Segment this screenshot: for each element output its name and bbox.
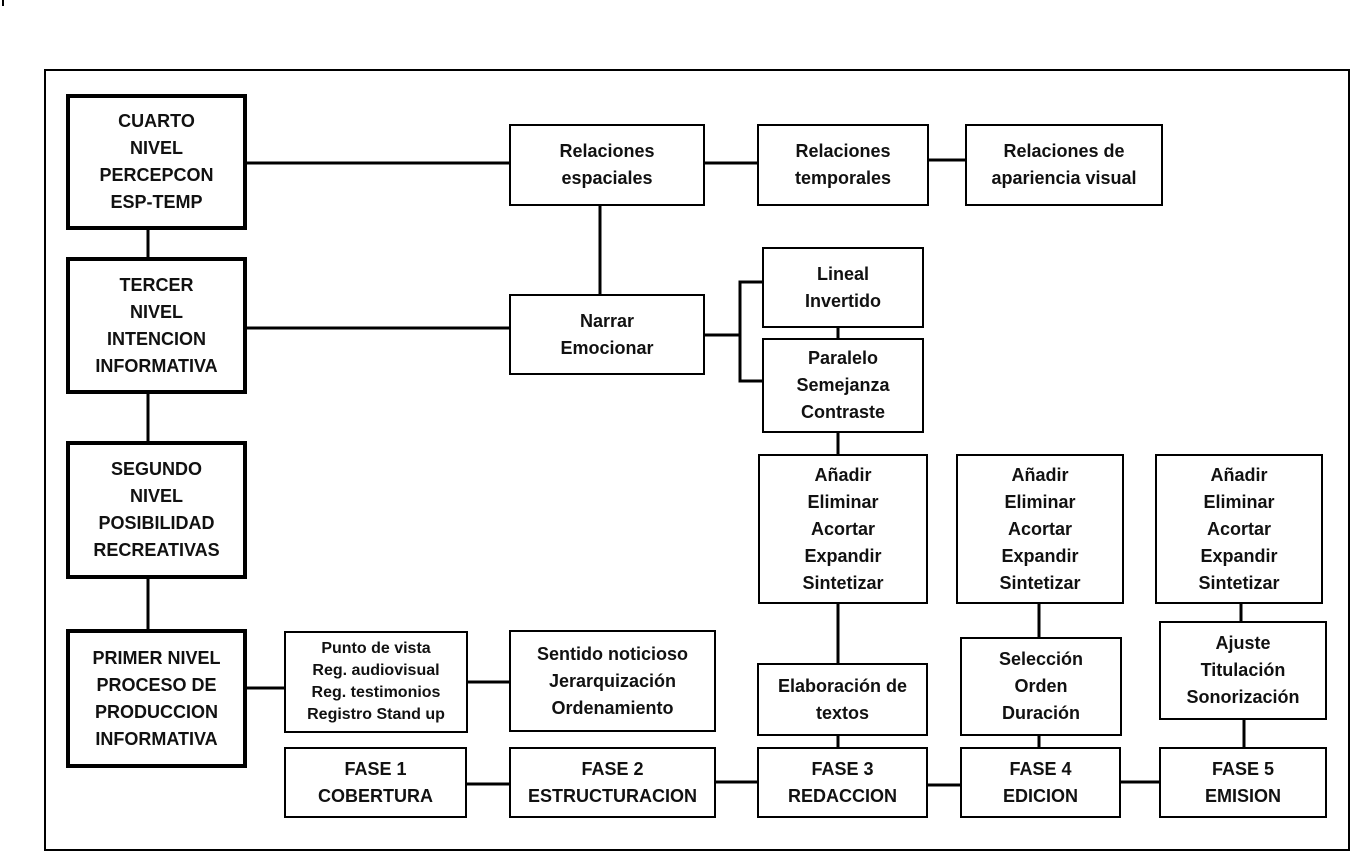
detalle-f1-label: Punto de vista Reg. audiovisual Reg. tes… (307, 640, 445, 723)
level-segundo-box: SEGUNDO NIVEL POSIBILIDAD RECREATIVAS (66, 441, 247, 579)
level-primer-label: PRIMER NIVEL PROCESO DE PRODUCCION INFOR… (92, 647, 221, 749)
fase4-label: FASE 4 EDICION (1002, 758, 1078, 806)
lineal-box: Lineal Invertido (762, 247, 924, 328)
corner-mark (2, 0, 4, 6)
paralelo-label: Paralelo Semejanza Contraste (796, 348, 890, 422)
relaciones-temporales-label: Relaciones temporales (794, 141, 892, 188)
level-tercer-label: TERCER NIVEL INTENCION INFORMATIVA (95, 274, 218, 376)
detalle-f5-box: Ajuste Titulación Sonorización (1159, 621, 1327, 720)
detalle-f2-box: Sentido noticioso Jerarquización Ordenam… (509, 630, 716, 732)
detalle-f1-box: Punto de vista Reg. audiovisual Reg. tes… (284, 631, 468, 733)
detalle-f3-box: Elaboración de textos (757, 663, 928, 736)
relaciones-apariencia-label: Relaciones de apariencia visual (991, 141, 1137, 188)
fase5-label: FASE 5 EMISION (1204, 758, 1281, 806)
relaciones-espaciales-label: Relaciones espaciales (559, 141, 655, 188)
detalle-f4-label: Selección Orden Duración (998, 649, 1084, 723)
fase1-label: FASE 1 COBERTURA (318, 758, 433, 806)
fase1-box: FASE 1 COBERTURA (284, 747, 467, 818)
level-cuarto-box: CUARTO NIVEL PERCEPCON ESP-TEMP (66, 94, 247, 230)
narrar-label: Narrar Emocionar (560, 310, 654, 358)
acciones-f3-label: Añadir Eliminar Acortar Expandir Sinteti… (802, 464, 884, 593)
relaciones-apariencia-box: Relaciones de apariencia visual (965, 124, 1163, 206)
paralelo-box: Paralelo Semejanza Contraste (762, 338, 924, 433)
detalle-f3-label: Elaboración de textos (777, 675, 908, 723)
detalle-f2-label: Sentido noticioso Jerarquización Ordenam… (537, 643, 688, 718)
level-primer-box: PRIMER NIVEL PROCESO DE PRODUCCION INFOR… (66, 629, 247, 768)
fase4-box: FASE 4 EDICION (960, 747, 1121, 818)
narrar-box: Narrar Emocionar (509, 294, 705, 375)
level-segundo-label: SEGUNDO NIVEL POSIBILIDAD RECREATIVAS (93, 459, 220, 560)
detalle-f4-box: Selección Orden Duración (960, 637, 1122, 736)
bracket-lineal-paralelo (738, 280, 763, 383)
relaciones-temporales-box: Relaciones temporales (757, 124, 929, 206)
relaciones-espaciales-box: Relaciones espaciales (509, 124, 705, 206)
acciones-f5-box: Añadir Eliminar Acortar Expandir Sinteti… (1155, 454, 1323, 604)
fase2-label: FASE 2 ESTRUCTURACION (528, 758, 697, 806)
acciones-f5-label: Añadir Eliminar Acortar Expandir Sinteti… (1198, 464, 1280, 593)
fase3-label: FASE 3 REDACCION (787, 758, 897, 806)
level-tercer-box: TERCER NIVEL INTENCION INFORMATIVA (66, 257, 247, 394)
fase3-box: FASE 3 REDACCION (757, 747, 928, 818)
diagram-frame (44, 69, 1350, 851)
lineal-label: Lineal Invertido (804, 263, 881, 311)
detalle-f5-label: Ajuste Titulación Sonorización (1186, 633, 1300, 707)
acciones-f3-box: Añadir Eliminar Acortar Expandir Sinteti… (758, 454, 928, 604)
level-cuarto-label: CUARTO NIVEL PERCEPCON ESP-TEMP (99, 111, 214, 212)
fase5-box: FASE 5 EMISION (1159, 747, 1327, 818)
acciones-f4-label: Añadir Eliminar Acortar Expandir Sinteti… (999, 464, 1081, 593)
acciones-f4-box: Añadir Eliminar Acortar Expandir Sinteti… (956, 454, 1124, 604)
fase2-box: FASE 2 ESTRUCTURACION (509, 747, 716, 818)
